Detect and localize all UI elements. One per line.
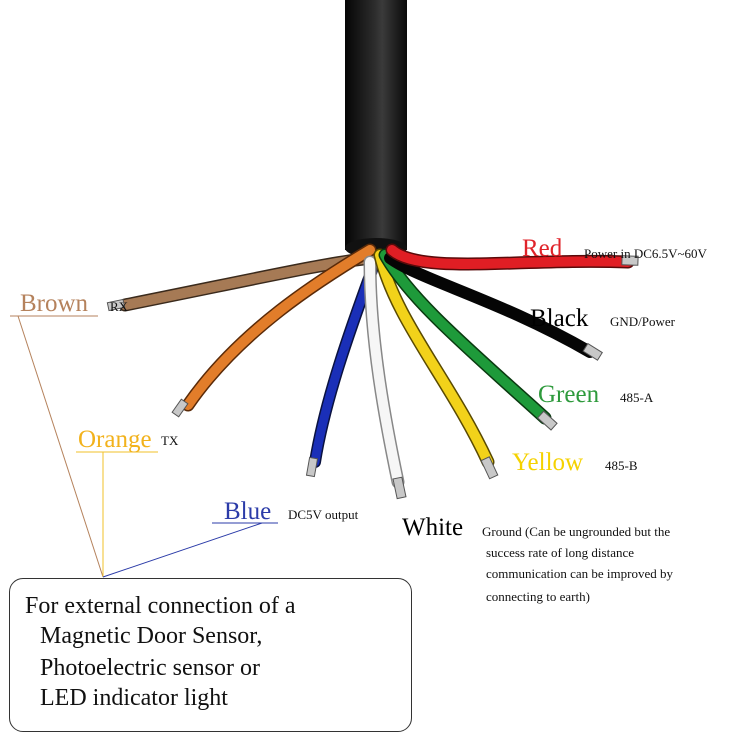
tip-yellow: [480, 456, 499, 480]
note-line-4: LED indicator light: [40, 685, 228, 711]
white-wire-function-line-4: connecting to earth): [486, 589, 590, 604]
wire-yellow: [375, 250, 493, 467]
orange-wire-function: TX: [161, 433, 179, 448]
wire-orange: [183, 245, 375, 410]
leader-brown: [17, 315, 104, 578]
brown-wire-name: Brown: [20, 290, 89, 317]
cable-jacket: [345, 0, 407, 250]
blue-wire-name: Blue: [224, 498, 272, 525]
black-wire-name: Black: [530, 305, 589, 332]
tip-red: [621, 255, 639, 266]
yellow-wire-function: 485-B: [605, 458, 638, 473]
red-wire-function: Power in DC6.5V~60V: [584, 246, 707, 261]
green-wire-name: Green: [538, 381, 600, 408]
tip-blue: [305, 456, 319, 478]
wire-red: [387, 245, 633, 269]
blue-wire-function: DC5V output: [288, 507, 359, 522]
tip-brown: [106, 298, 126, 312]
wire-green: [380, 250, 550, 423]
green-wire-function: 485-A: [620, 390, 654, 405]
tip-black: [582, 342, 603, 361]
white-wire-name: White: [402, 514, 464, 541]
usage-note-box: For external connection of a Magnetic Do…: [9, 578, 412, 732]
leader-blue: [102, 522, 263, 578]
white-wire-function-line-3: communication can be improved by: [486, 566, 674, 581]
white-wire-function-line-2: success rate of long distance: [486, 545, 635, 560]
note-line-1: For external connection of a: [25, 593, 296, 619]
note-line-2: Magnetic Door Sensor,: [40, 623, 263, 649]
wire-black: [384, 252, 596, 358]
orange-wire-name: Orange: [78, 426, 152, 453]
wire-white: [365, 257, 403, 487]
wire-blue: [310, 265, 377, 467]
red-wire-name: Red: [522, 235, 563, 262]
tip-white: [392, 476, 407, 500]
white-wire-function-line-1: Ground (Can be ungrounded but the: [482, 524, 671, 539]
note-line-3: Photoelectric sensor or: [40, 655, 260, 681]
tip-orange: [171, 398, 189, 418]
yellow-wire-name: Yellow: [512, 449, 584, 476]
black-wire-function: GND/Power: [610, 314, 675, 329]
tip-green: [536, 410, 558, 431]
brown-wire-function: RX: [110, 299, 129, 314]
